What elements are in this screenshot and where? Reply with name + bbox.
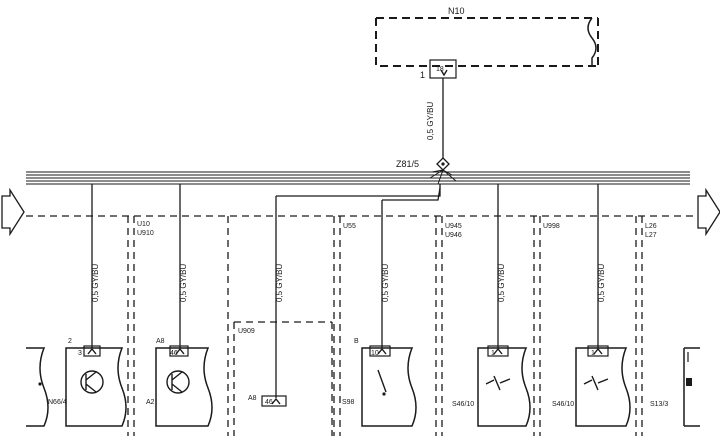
component-s13-3: S13/3 bbox=[650, 347, 700, 427]
component-s46-10-a: 1 S46/10 bbox=[452, 345, 531, 427]
section-5: U945 U946 bbox=[435, 216, 462, 436]
branch-1-transistor-icon bbox=[80, 370, 104, 394]
section-4-label-1: U55 bbox=[343, 223, 356, 230]
top-connector-pin: 18 bbox=[436, 66, 444, 73]
branch-6-pin-arrow-icon bbox=[593, 347, 603, 355]
offpage-arrow-left-icon bbox=[1, 187, 25, 237]
branch-2-connector: A8 bbox=[156, 338, 165, 345]
branch-4-wire-label: 0,5 GY/BU bbox=[381, 264, 390, 302]
component-a2: A8 46 A2 bbox=[146, 338, 213, 427]
branch-2-pin: 46 bbox=[170, 350, 178, 357]
offpage-arrow-right-icon bbox=[697, 187, 720, 237]
component-u909-connector: A8 46 bbox=[248, 395, 287, 407]
branch-4-connector: B bbox=[354, 338, 359, 345]
branch-2-transistor-icon bbox=[166, 370, 190, 394]
branch-5-wire-label: 0,5 GY/BU bbox=[497, 264, 506, 302]
top-connector-number: 1 bbox=[420, 70, 425, 80]
branch-1-wire-label: 0,5 GY/BU bbox=[91, 264, 100, 302]
section-7-label-1: L26 bbox=[645, 223, 657, 230]
top-pin-arrow-icon bbox=[440, 69, 448, 77]
top-module-n10: N10 18 1 bbox=[375, 6, 599, 80]
component-n66-4: 2 3 N66/4 bbox=[26, 338, 127, 427]
branch-2-component: A2 bbox=[146, 399, 155, 406]
branch-4-pin: 10 bbox=[371, 350, 379, 357]
section-7-label-2: L27 bbox=[645, 232, 657, 239]
branch-3-pin-arrow-icon bbox=[271, 397, 281, 405]
feed-wire-label: 0,5 GY/BU bbox=[426, 102, 435, 140]
branch-5-pin-arrow-icon bbox=[493, 347, 503, 355]
bus-lines bbox=[26, 169, 690, 185]
sub-box-label: U909 bbox=[238, 328, 255, 335]
section-6: U998 bbox=[533, 216, 560, 436]
branch-7-component: S13/3 bbox=[650, 401, 668, 408]
branch-4-pin-arrow-icon bbox=[377, 347, 387, 355]
feed-wire: 0,5 GY/BU bbox=[426, 78, 444, 158]
section-4: U55 bbox=[333, 216, 356, 436]
splice-z81-5: Z81/5 bbox=[396, 157, 450, 171]
component-s98: B 10 S98 bbox=[342, 338, 417, 427]
branch-2-wire-label: 0,5 GY/BU bbox=[179, 264, 188, 302]
branch-4-switch-icon bbox=[377, 369, 387, 393]
branch-5-component: S46/10 bbox=[452, 401, 474, 408]
section-2: U10 U910 bbox=[127, 216, 154, 436]
sub-box-u909: U909 bbox=[233, 321, 333, 436]
section-6-label-1: U998 bbox=[543, 223, 560, 230]
branch-1-pin: 3 bbox=[78, 350, 82, 357]
section-7: L26 L27 bbox=[635, 216, 657, 436]
branch-4-component: S98 bbox=[342, 399, 355, 406]
branch-6-sensor-icon bbox=[583, 375, 609, 391]
branch-5-sensor-icon bbox=[485, 375, 511, 391]
branch-3-wire-label: 0,5 GY/BU bbox=[275, 264, 284, 302]
component-s46-10-b: 1 S46/10 bbox=[552, 345, 631, 427]
section-5-label-2: U946 bbox=[445, 232, 462, 239]
branch-3-pin: 46 bbox=[265, 399, 273, 406]
section-2-label-1: U10 bbox=[137, 221, 150, 228]
branch-1-connector: 2 bbox=[68, 338, 72, 345]
top-module-label: N10 bbox=[448, 6, 465, 16]
branch-wires bbox=[91, 184, 599, 398]
branch-6-pin: 1 bbox=[591, 350, 595, 357]
branch-1-pin-arrow-icon bbox=[87, 347, 97, 355]
branch-5-pin: 1 bbox=[491, 350, 495, 357]
section-2-label-2: U910 bbox=[137, 230, 154, 237]
branch-2-pin-arrow-icon bbox=[175, 347, 185, 355]
branch-6-component: S46/10 bbox=[552, 401, 574, 408]
branch-7-contact-icon bbox=[686, 378, 692, 386]
section-5-label-1: U945 bbox=[445, 223, 462, 230]
branch-1-component: N66/4 bbox=[48, 399, 67, 406]
branch-6-wire-label: 0,5 GY/BU bbox=[597, 264, 606, 302]
branch-3-connector: A8 bbox=[248, 395, 257, 402]
splice-label: Z81/5 bbox=[396, 159, 419, 169]
